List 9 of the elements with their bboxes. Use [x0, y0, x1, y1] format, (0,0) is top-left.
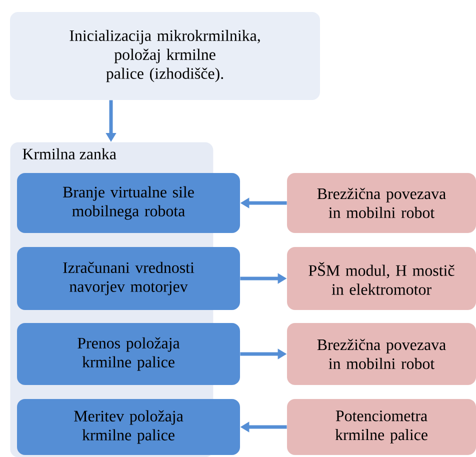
- hardware-box: Brezžična povezava in mobilni robot: [287, 323, 476, 385]
- process-box: Branje virtualne sile mobilnega robota: [17, 173, 240, 233]
- hardware-box: Brezžična povezava in mobilni robot: [287, 173, 476, 233]
- hardware-box: Potenciometra krmilne palice: [287, 399, 476, 455]
- process-box: Meritev položaja krmilne palice: [17, 399, 240, 455]
- process-box: Prenos položaja krmilne palice: [17, 323, 240, 385]
- hardware-box: PŠM modul, H mostič in elektromotor: [287, 247, 476, 310]
- process-box: Inicializacija mikrokrmilnika, položaj krmilne palice (izhodišče).: [10, 12, 320, 100]
- process-box: Izračunani vrednosti navorjev motorjev: [17, 247, 240, 310]
